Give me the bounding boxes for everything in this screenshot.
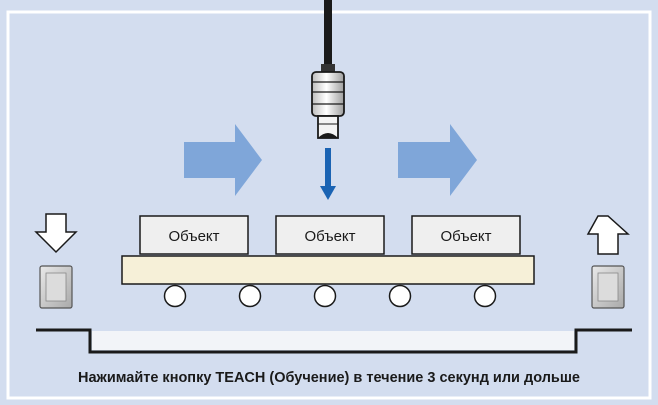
press-down-arrow-icon [34,213,78,254]
roller-icon [238,284,262,308]
object-label: Объект [304,228,355,245]
teach-button-icon [39,265,73,309]
release-up-arrow-icon [586,215,630,255]
teach-button-icon [591,265,625,309]
roller-icon [473,284,497,308]
object-box: Объект [275,215,385,255]
roller-icon [388,284,412,308]
object-box: Объект [139,215,249,255]
roller-icon [313,284,337,308]
conveyor-belt [121,255,535,285]
detection-arrow-icon [320,148,336,200]
object-label: Объект [440,228,491,245]
proximity-sensor-icon [311,0,345,139]
object-box: Объект [411,215,521,255]
timing-pulse-line [36,328,632,354]
motion-arrow-icon [398,124,477,196]
instruction-caption: Нажимайте кнопку TEACH (Обучение) в тече… [78,370,580,386]
object-label: Объект [168,228,219,245]
roller-icon [163,284,187,308]
pulse-fill [92,331,574,350]
motion-arrow-icon [184,124,262,196]
